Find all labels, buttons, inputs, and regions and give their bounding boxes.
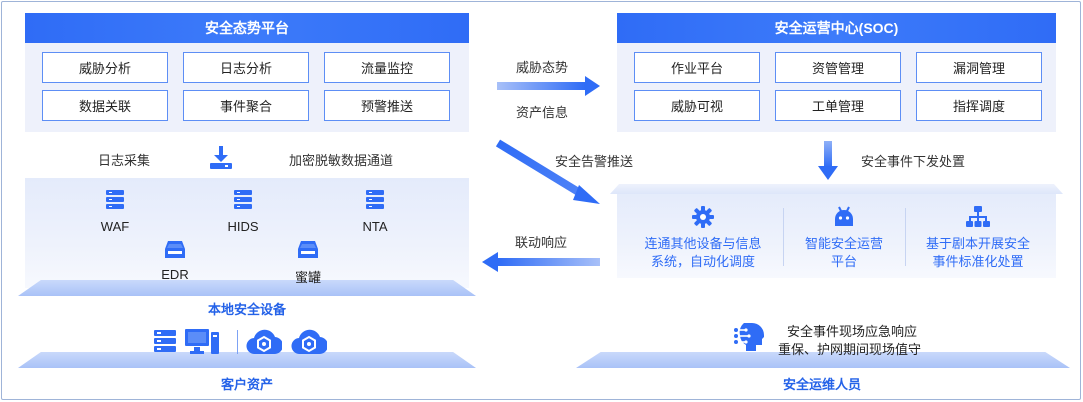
feature-intelligent-ops-line2: 平台 — [830, 254, 857, 269]
org-chart-icon — [966, 206, 990, 227]
feature-playbook-line2: 事件标准化处置 — [932, 254, 1024, 269]
ai-head-icon — [734, 323, 764, 351]
tile-alert-push: 预警推送 — [324, 90, 450, 121]
device-edr: EDR — [161, 267, 189, 282]
capability-platform — [617, 190, 1056, 278]
robot-icon — [835, 206, 853, 226]
label-encrypted-channel: 加密脱敏数据通道 — [289, 153, 394, 168]
capability-platform-top — [610, 184, 1063, 194]
honeypot-drive-icon — [298, 241, 318, 258]
feature-automation-line2: 系统，自动化调度 — [650, 254, 755, 269]
customer-assets-title: 客户资产 — [220, 377, 273, 392]
ops-title: 安全运维人员 — [782, 377, 861, 392]
local-devices-title: 本地安全设备 — [207, 302, 286, 317]
feature-intelligent-ops-line1: 智能安全运营 — [804, 236, 883, 251]
tile-event-aggregation: 事件聚合 — [183, 90, 309, 121]
waf-server-icon — [106, 190, 124, 209]
feature-intelligent-ops: 智能安全运营 平台 — [784, 235, 904, 271]
desktop-computer-icon — [185, 329, 219, 354]
device-honeypot: 蜜罐 — [294, 270, 321, 285]
arrow-linkage-response — [482, 252, 600, 272]
soc-panel: 安全运营中心(SOC) 作业平台 资管管理 漏洞管理 威胁可视 工单管理 指挥调… — [617, 13, 1056, 132]
tile-work-order: 工单管理 — [775, 90, 901, 121]
situation-platform-title: 安全态势平台 — [25, 13, 469, 43]
icon-separator — [237, 330, 238, 354]
feature-playbook: 基于剧本开展安全 事件标准化处置 — [911, 235, 1045, 271]
label-linkage-response: 联动响应 — [515, 235, 568, 250]
tile-command-dispatch: 指挥调度 — [916, 90, 1042, 121]
local-devices-platform — [25, 178, 469, 288]
ops-duty-line2: 重保、护网期间现场值守 — [778, 342, 922, 357]
ops-base — [576, 352, 1070, 368]
hids-server-icon — [234, 190, 252, 209]
feature-playbook-line1: 基于剧本开展安全 — [925, 236, 1030, 251]
tile-traffic-monitor: 流量监控 — [324, 52, 450, 83]
nta-server-icon — [366, 190, 384, 209]
feature-divider-1 — [783, 208, 784, 266]
customer-assets-base — [18, 352, 476, 368]
label-asset-info: 资产信息 — [516, 105, 569, 120]
device-nta: NTA — [362, 219, 388, 234]
local-devices-base — [18, 280, 476, 296]
arrow-alert-push — [495, 139, 600, 204]
tile-data-correlation: 数据关联 — [42, 90, 168, 121]
ops-duty-line1: 安全事件现场应急响应 — [787, 324, 918, 339]
label-threat-situation: 威胁态势 — [516, 60, 569, 75]
label-event-dispatch: 安全事件下发处置 — [861, 154, 966, 169]
feature-divider-2 — [905, 208, 906, 266]
cloud-icon — [246, 329, 282, 355]
situation-platform-panel: 安全态势平台 威胁分析 日志分析 流量监控 数据关联 事件聚合 预警推送 — [25, 13, 469, 132]
tile-asset-management: 资管管理 — [775, 52, 901, 83]
tile-threat-analysis: 威胁分析 — [42, 52, 168, 83]
device-waf: WAF — [100, 219, 130, 234]
label-alert-push: 安全告警推送 — [555, 154, 634, 169]
arrow-to-soc — [497, 76, 600, 96]
tile-vuln-management: 漏洞管理 — [916, 52, 1042, 83]
tile-log-analysis: 日志分析 — [183, 52, 309, 83]
tile-job-platform: 作业平台 — [634, 52, 760, 83]
edr-drive-icon — [165, 241, 185, 258]
server-icon — [154, 330, 176, 352]
cloud-icon-2 — [291, 329, 327, 355]
label-log-collect: 日志采集 — [98, 153, 151, 168]
tile-threat-visual: 威胁可视 — [634, 90, 760, 121]
arrow-event-dispatch — [818, 141, 838, 180]
feature-automation: 连通其他设备与信息 系统，自动化调度 — [636, 235, 770, 271]
soc-title: 安全运营中心(SOC) — [617, 13, 1056, 43]
download-icon — [210, 146, 232, 169]
feature-automation-line1: 连通其他设备与信息 — [644, 236, 762, 251]
gear-icon — [692, 206, 714, 228]
device-hids: HIDS — [227, 219, 259, 234]
